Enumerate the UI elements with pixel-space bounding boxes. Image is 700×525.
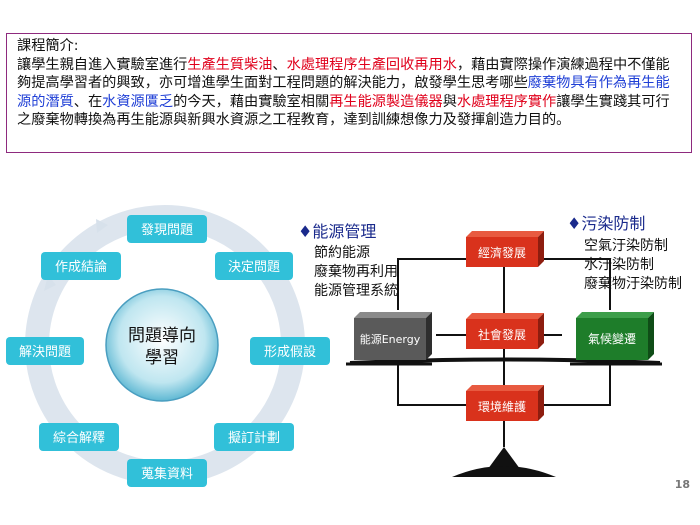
box-label: 經濟發展 (478, 245, 526, 260)
cycle-step-label: 擬訂計劃 (228, 430, 280, 446)
cycle-step-box: 作成結論 (41, 252, 121, 280)
intro-seg: 讓學生親自進入實驗室進行 (17, 56, 188, 73)
balance-scale-diagram: 經濟發展 社會發展 環境維護 能源Energy 氣候變遷 (346, 231, 662, 477)
box-label: 能源Energy (360, 332, 421, 346)
cycle-center-circle (105, 288, 219, 402)
course-intro-box: 課程簡介: 讓學生親自進入實驗室進行生產生質柴油、水處理程序生產回收再用水，藉由… (6, 33, 692, 153)
climate-change-box: 氣候變遷 (576, 312, 654, 360)
intro-seg: 水處理程序實作 (456, 93, 557, 110)
economic-development-box: 經濟發展 (466, 231, 544, 267)
pollution-control-title: ♦污染防制 (567, 214, 646, 233)
intro-seg: 與 (442, 93, 457, 110)
energy-box: 能源Energy (354, 312, 432, 360)
intro-seg: 讓學生實踐其可行之廢棄物轉換為再生能源與新興水資源之工程教育，達到訓練想像力及發… (17, 93, 670, 129)
intro-seg: 廢棄物具有作為再生能源的潛質 (17, 75, 670, 110)
cycle-step-label: 綜合解釋 (53, 430, 105, 446)
page-number: 18 (674, 478, 690, 491)
intro-seg: 的今天，藉由實驗室相關 (173, 93, 330, 110)
social-development-box: 社會發展 (466, 313, 544, 349)
energy-item: 廢棄物再利用 (314, 264, 398, 280)
intro-seg: ，藉由實際操作演練過程中不僅能夠提高學習者的興致，亦可增進學生面對工程問題的解決… (17, 56, 670, 92)
cycle-arrow-icon (96, 219, 108, 233)
cycle-step-label: 蒐集資料 (141, 466, 193, 482)
intro-seg: 再生能源製造儀器 (329, 93, 443, 110)
intro-seg: 水處理程序生產回收再用水 (286, 56, 457, 73)
intro-seg: 、在 (73, 93, 103, 110)
cycle-step-box: 解決問題 (6, 337, 84, 365)
cycle-step-box: 蒐集資料 (127, 459, 207, 487)
cycle-center-text: 問題導向 (128, 326, 196, 346)
intro-seg: 、 (272, 56, 287, 73)
box-label: 環境維護 (478, 399, 526, 414)
box-label: 氣候變遷 (588, 331, 636, 346)
cycle-step-box: 發現問題 (127, 215, 207, 243)
cycle-step-box: 決定問題 (215, 252, 293, 280)
cycle-center-text: 學習 (145, 348, 179, 368)
pollution-item: 廢棄物汙染防制 (584, 276, 682, 292)
cycle-step-box: 形成假設 (250, 337, 330, 365)
pollution-control-list: 空氣汙染防制 水汙染防制 廢棄物汙染防制 (584, 237, 682, 294)
environmental-protection-box: 環境維護 (466, 385, 544, 421)
scale-base (452, 466, 556, 477)
energy-item: 節約能源 (314, 245, 370, 261)
intro-seg: 水資源匱乏 (102, 93, 174, 110)
cycle-step-box: 綜合解釋 (39, 423, 119, 451)
cycle-step-box: 擬訂計劃 (214, 423, 294, 451)
cycle-step-label: 形成假設 (264, 344, 316, 360)
box-label: 社會發展 (478, 327, 526, 342)
course-intro-body: 讓學生親自進入實驗室進行生產生質柴油、水處理程序生產回收再用水，藉由實際操作演練… (17, 57, 670, 129)
intro-seg: 生產生質柴油 (187, 56, 273, 73)
energy-item: 能源管理系統 (314, 283, 398, 299)
cycle-step-label: 作成結論 (55, 259, 107, 275)
cycle-step-label: 解決問題 (19, 345, 71, 360)
pbl-cycle-diagram: 問題導向 學習 發現問題 決定問題 形成假設 擬訂計劃 蒐集資料 綜合解釋 解決… (6, 205, 330, 487)
energy-management-list: 節約能源 廢棄物再利用 能源管理系統 (314, 244, 398, 301)
pollution-item: 空氣汙染防制 (584, 238, 668, 254)
cycle-step-label: 發現問題 (141, 223, 193, 238)
pollution-item: 水汙染防制 (584, 257, 654, 273)
cycle-step-label: 決定問題 (228, 260, 280, 275)
energy-management-title: ♦能源管理 (298, 222, 377, 241)
scale-beam (349, 357, 661, 365)
course-intro-title: 課程簡介: (17, 38, 79, 54)
